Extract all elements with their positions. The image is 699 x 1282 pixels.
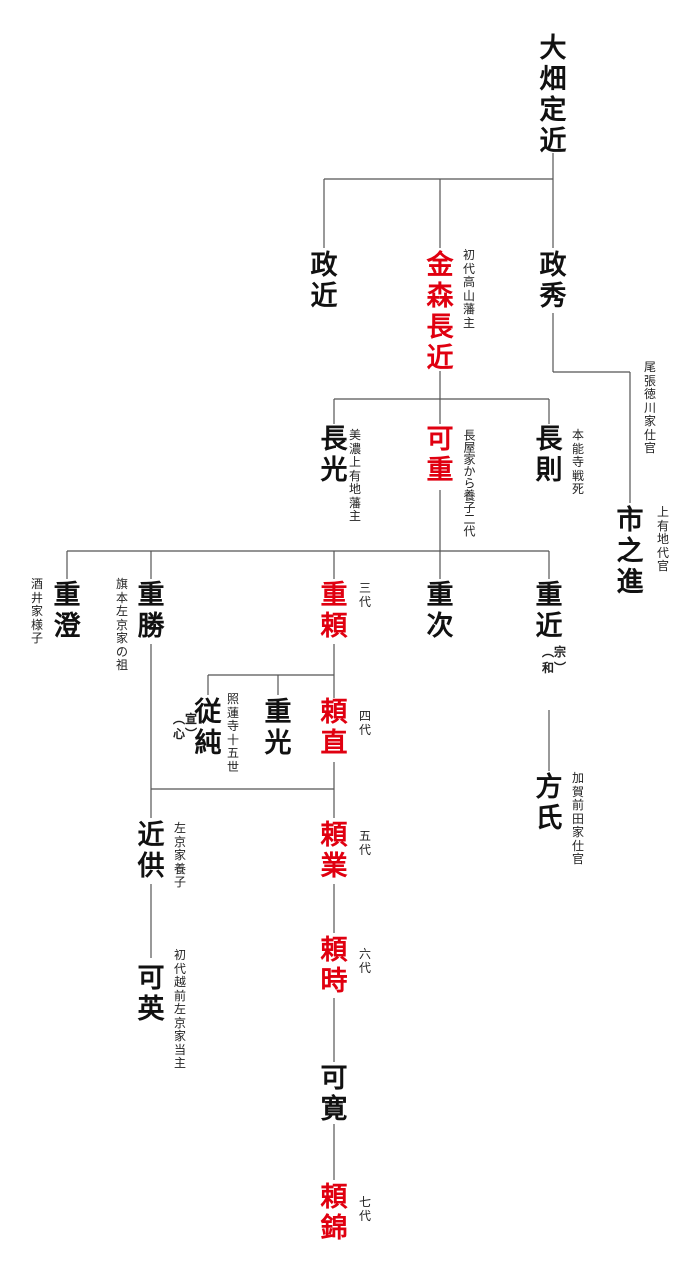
person-ichinoshin: 市之進 [616, 505, 644, 598]
person-masachika: 政近 [310, 250, 338, 312]
person-chikatomo: 近供 [137, 820, 165, 882]
person-yorinari: 頼業 [320, 820, 348, 882]
note-naganori: 本能寺戦死 [571, 428, 584, 496]
note-shigekatsu: 旗本左京家の祖 [115, 577, 128, 672]
note-yorizumi-alias: ︵宣心︶ [173, 712, 198, 741]
note-shigechika-alias: ︵宗和︶ [542, 645, 567, 675]
person-hoshi: 方氏 [535, 772, 563, 834]
person-yorinao: 頼直 [320, 697, 348, 759]
note-shigeyori: 三代 [358, 581, 371, 609]
person-shigemitsu: 重光 [264, 697, 292, 759]
note-yorizumi: 照蓮寺十五世 [226, 692, 239, 774]
note-shigezumi: 酒井家様子 [30, 577, 43, 645]
person-shigechika: 重近 [535, 580, 563, 642]
person-yoshishige: 可重 [426, 424, 454, 486]
note-ichinoshin: 上有地代官 [656, 505, 669, 573]
person-oohata-sadachika: 大畑定近 [539, 33, 567, 157]
person-shigekatsu: 重勝 [137, 580, 165, 642]
person-masahide: 政秀 [539, 250, 567, 312]
person-yoshifusa: 可英 [137, 963, 165, 1025]
person-kanamori-nagachika: 金森長近 [426, 250, 454, 374]
note-yorinao: 四代 [358, 709, 371, 737]
note-yoshishige-box: 長屋家から養子二代 [462, 429, 496, 549]
person-shigezumi: 重澄 [53, 580, 81, 642]
note-chikatomo: 左京家養子 [173, 821, 186, 889]
note-yoritoki: 六代 [358, 947, 371, 975]
note-kanamori-nagachika: 初代高山藩主 [462, 248, 475, 330]
person-yorizumi: 従純 [194, 697, 222, 759]
person-yoritoki: 頼時 [320, 935, 348, 997]
person-nagamitsu: 長光 [320, 424, 348, 486]
note-yorinari: 五代 [358, 829, 371, 857]
person-yoshihiro: 可寛 [320, 1063, 348, 1125]
note-yoshifusa: 初代越前左京家当主 [173, 948, 186, 1070]
note-nagamitsu: 美濃上有地藩主 [348, 428, 361, 523]
person-shigetsugu: 重次 [426, 580, 454, 642]
note-masahide: 尾張徳川家仕官 [643, 360, 656, 455]
person-shigeyori: 重頼 [320, 580, 348, 642]
person-yorikane: 頼錦 [320, 1182, 348, 1244]
note-hoshi: 加賀前田家仕官 [571, 771, 584, 866]
note-yorikane: 七代 [358, 1195, 371, 1223]
person-naganori: 長則 [535, 424, 563, 486]
note-yoshishige: 長屋家から養子二代 [462, 429, 476, 537]
